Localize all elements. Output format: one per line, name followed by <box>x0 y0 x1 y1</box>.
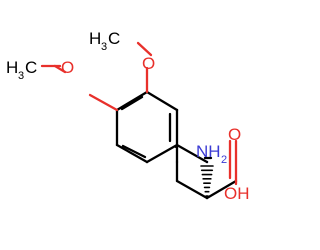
benzene-ring <box>115 90 179 164</box>
hydroxyl-label: OH <box>224 184 250 203</box>
ring-bond-c3-c4 <box>115 90 149 112</box>
ring-bond-c2-c3 <box>145 90 179 112</box>
ring-double-bond-inner-3 <box>121 144 147 159</box>
o-para-label: O <box>61 58 74 77</box>
ring-double-bond-inner-2 <box>120 95 144 111</box>
methyl-left-h: H <box>6 58 18 77</box>
bond-ring-o-para <box>88 93 119 112</box>
methyl-top-label: H 3 C <box>89 29 120 53</box>
methyl-top-h: H <box>89 29 101 48</box>
amine-sub: 2 <box>221 154 227 166</box>
ring-bond-c5-c6 <box>115 143 149 164</box>
methyl-top-c: C <box>108 29 120 48</box>
bond-ring-to-side-ch2 <box>175 143 209 164</box>
o-meta-label: O <box>142 54 155 73</box>
carbonyl-o-label: O <box>228 125 241 144</box>
bond-o-meta-methyl <box>136 41 153 57</box>
methyl-left-sub: 3 <box>18 70 24 82</box>
methyl-left-c: C <box>25 58 37 77</box>
molecule-structure: H 3 C O O H 3 C NH 2 O OH <box>6 29 250 203</box>
methyl-left-label: H 3 C <box>6 58 37 82</box>
amine-label: NH <box>196 142 221 161</box>
side-bond-calpha-ccooh <box>205 179 238 200</box>
ring-bond-c6-c1 <box>145 143 179 164</box>
methyl-top-sub: 3 <box>101 41 107 53</box>
side-bond-ch2-calpha <box>175 179 209 200</box>
